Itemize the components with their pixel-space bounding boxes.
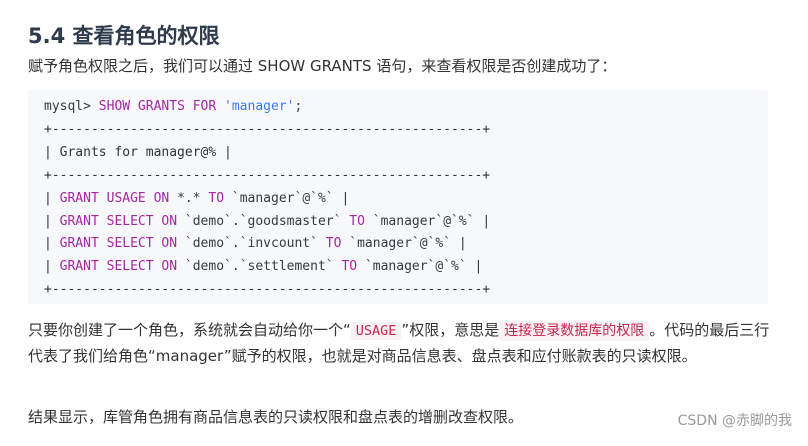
csdn-watermark: CSDN @赤脚的我 — [677, 413, 792, 429]
code-line-grant: | GRANT SELECT ON `demo`.`invcount` TO `… — [44, 236, 467, 252]
section-heading: 5.4 查看角色的权限 — [28, 24, 220, 49]
code-line-grant: | GRANT SELECT ON `demo`.`goodsmaster` T… — [44, 213, 491, 229]
code-block: mysql> SHOW GRANTS FOR 'manager'; +------… — [28, 90, 768, 304]
code-content: mysql> SHOW GRANTS FOR 'manager'; +------… — [44, 96, 490, 302]
code-line-border: +---------------------------------------… — [44, 167, 491, 183]
intro-paragraph: 赋予角色权限之后，我们可以通过 SHOW GRANTS 语句，来查看权限是否创建… — [28, 57, 617, 75]
code-line-grant: | GRANT SELECT ON `demo`.`settlement` TO… — [44, 259, 483, 275]
code-line-grant: | GRANT USAGE ON *.* TO `manager`@`%` | — [44, 190, 350, 206]
highlighted-phrase: 连接登录数据库的权限 — [499, 321, 650, 341]
code-line-border: +---------------------------------------… — [44, 282, 491, 298]
code-line-command: mysql> SHOW GRANTS FOR 'manager'; — [44, 99, 303, 114]
code-line-header: | Grants for manager@% | — [44, 144, 232, 160]
result-paragraph: 结果显示，库管角色拥有商品信息表的只读权限和盘点表的增删改查权限。 — [28, 408, 524, 426]
code-line-border: +---------------------------------------… — [44, 121, 491, 137]
explanation-paragraph: 只要你创建了一个角色，系统就会自动给你一个“USAGE”权限，意思是连接登录数据… — [28, 321, 770, 365]
inline-code-usage: USAGE — [350, 322, 402, 340]
